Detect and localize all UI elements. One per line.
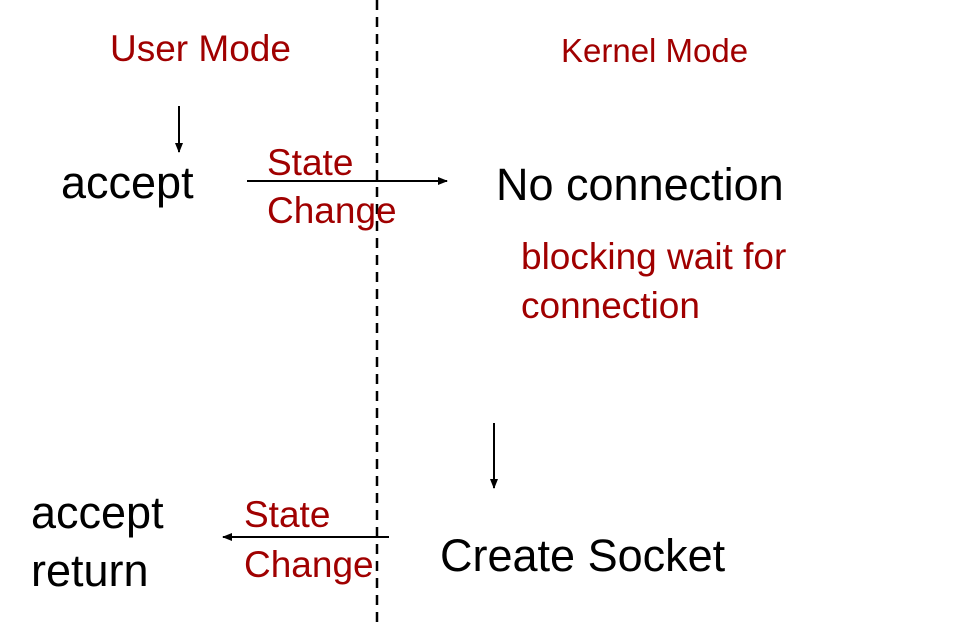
state-change-label-top: State Change <box>267 139 397 235</box>
state-change-top-line-1: State <box>267 142 354 183</box>
accept-return-line-1: accept <box>31 487 164 538</box>
blocking-note-line-1: blocking wait for <box>521 236 787 277</box>
state-change-bottom-line-1: State <box>244 494 331 535</box>
no-connection-label: No connection <box>496 159 784 210</box>
state-change-bottom-line-2: Change <box>244 544 374 585</box>
accept-call-label: accept <box>61 157 194 208</box>
state-change-label-bottom: State Change <box>244 490 374 590</box>
accept-return-line-2: return <box>31 545 149 596</box>
user-mode-heading: User Mode <box>110 28 291 69</box>
kernel-mode-heading: Kernel Mode <box>561 32 749 69</box>
accept-return-label: accept return <box>31 484 164 600</box>
blocking-note-line-2: connection <box>521 285 700 326</box>
state-change-top-line-2: Change <box>267 190 397 231</box>
create-socket-label: Create Socket <box>440 530 726 581</box>
blocking-wait-note: blocking wait for connection <box>521 232 786 330</box>
